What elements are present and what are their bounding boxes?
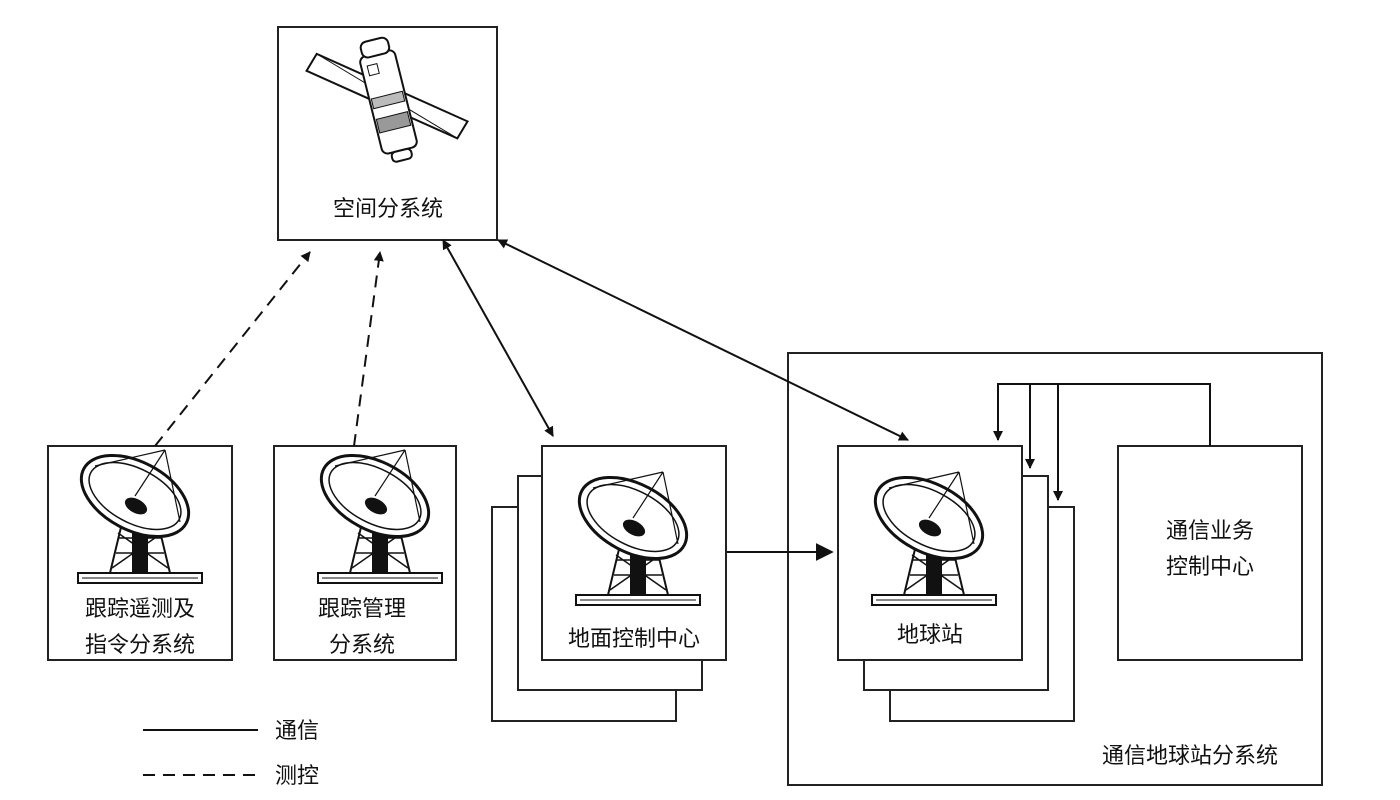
- comm-ops-to-earth-station-links: [993, 383, 1211, 501]
- legend-solid-label: 通信: [275, 719, 319, 744]
- satellite-icon: [305, 36, 469, 163]
- tracking-mgmt-label-line1: 跟踪管理: [318, 597, 406, 622]
- legend: 通信 测控: [143, 719, 319, 789]
- ground-control-node: 地面控制中心: [491, 445, 727, 722]
- tracking-mgmt-label-line2: 分系统: [329, 633, 395, 658]
- space-to-ground-control-link: [442, 239, 554, 437]
- tracking-mgmt-node: 跟踪管理 分系统: [273, 437, 457, 661]
- comm-ops-label-line2: 控制中心: [1166, 555, 1254, 580]
- comm-ops-center-node: 通信业务 控制中心: [1117, 445, 1303, 661]
- earth-station-node: 地球站: [837, 445, 1075, 722]
- comm-ops-label-line1: 通信业务: [1166, 519, 1254, 544]
- space-to-earth-station-link: [497, 239, 909, 441]
- ttc-label-line1: 跟踪遥测及: [85, 597, 195, 622]
- ttc-label-line2: 指令分系统: [85, 633, 195, 658]
- earth-station-subsystem-label: 通信地球站分系统: [1102, 744, 1278, 769]
- earth-station-subsystem-group: 通信地球站分系统: [787, 352, 1323, 786]
- tracking-to-space-link: [353, 251, 384, 447]
- earth-station-label: 地球站: [897, 623, 963, 648]
- ttc-to-space-link: [154, 251, 311, 447]
- space-subsystem-node: 空间分系统: [277, 26, 498, 241]
- ground-control-label: 地面控制中心: [568, 627, 700, 652]
- space-subsystem-label: 空间分系统: [333, 197, 443, 222]
- ttc-subsystem-node: 跟踪遥测及 指令分系统: [47, 437, 233, 661]
- legend-dashed-label: 测控: [275, 764, 319, 789]
